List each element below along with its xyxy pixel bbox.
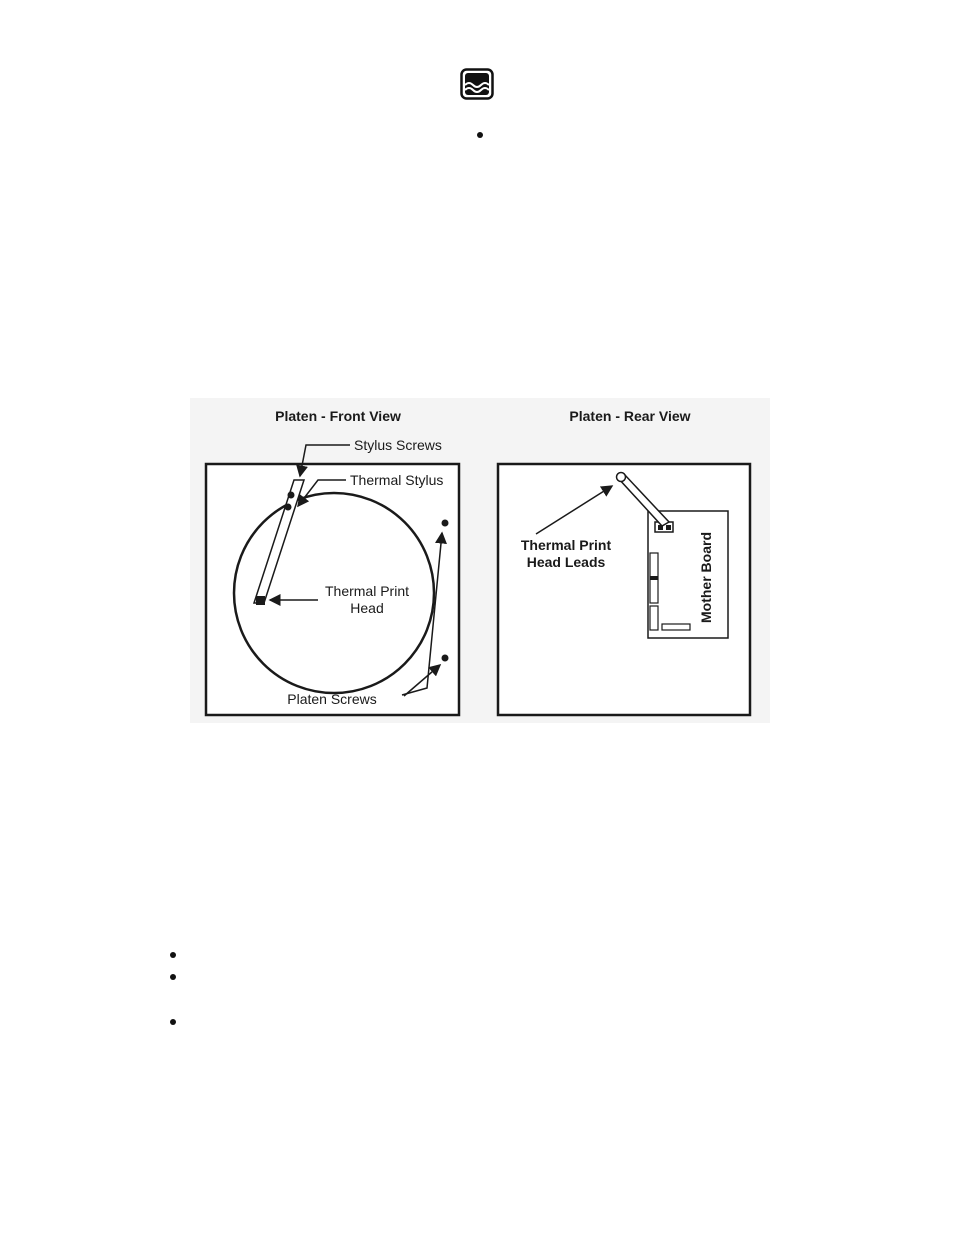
board-slot-mark (650, 576, 658, 580)
wave-logo-icon (460, 68, 494, 100)
thermal-stylus-label: Thermal Stylus (350, 472, 443, 488)
platen-screw-arrow-1 (401, 531, 447, 696)
leads-label-line2: Head Leads (527, 554, 606, 570)
front-view-frame (204, 462, 461, 717)
bullet-top (477, 132, 483, 138)
platen-screw-1 (441, 519, 449, 527)
connector-pin-2 (666, 525, 671, 530)
front-view-title: Platen - Front View (275, 408, 401, 424)
board-slot-2 (649, 605, 659, 631)
platen-circle (232, 491, 436, 695)
platen-diagram-svg: Platen - Front View Stylus Screws Therma… (190, 398, 770, 723)
platen-screws-label: Platen Screws (287, 691, 376, 707)
platen-screw-2 (441, 654, 449, 662)
stylus-screws-label: Stylus Screws (354, 437, 442, 453)
stylus-screw-1 (287, 491, 295, 499)
thermal-print-head (256, 596, 265, 605)
rear-view-title: Platen - Rear View (569, 408, 690, 424)
platen-screw-arrow-2 (403, 664, 442, 697)
leads-label-line1: Thermal Print (521, 537, 612, 553)
thermal-print-label-line2: Head (350, 600, 383, 616)
leads-arrow (535, 485, 614, 535)
mother-board-label: Mother Board (698, 532, 714, 623)
bullet-1 (170, 952, 176, 958)
platen-diagram: Platen - Front View Stylus Screws Therma… (190, 398, 770, 723)
board-slot-3 (661, 623, 691, 631)
bullet-2 (170, 974, 176, 980)
leads-terminal (615, 471, 627, 483)
stylus-screw-2 (284, 503, 292, 511)
stylus-screws-arrow (296, 444, 350, 478)
thermal-stylus-arrow (297, 479, 346, 508)
connector-pin-1 (658, 525, 663, 530)
thermal-print-label-line1: Thermal Print (325, 583, 409, 599)
bullet-3 (170, 1019, 176, 1025)
